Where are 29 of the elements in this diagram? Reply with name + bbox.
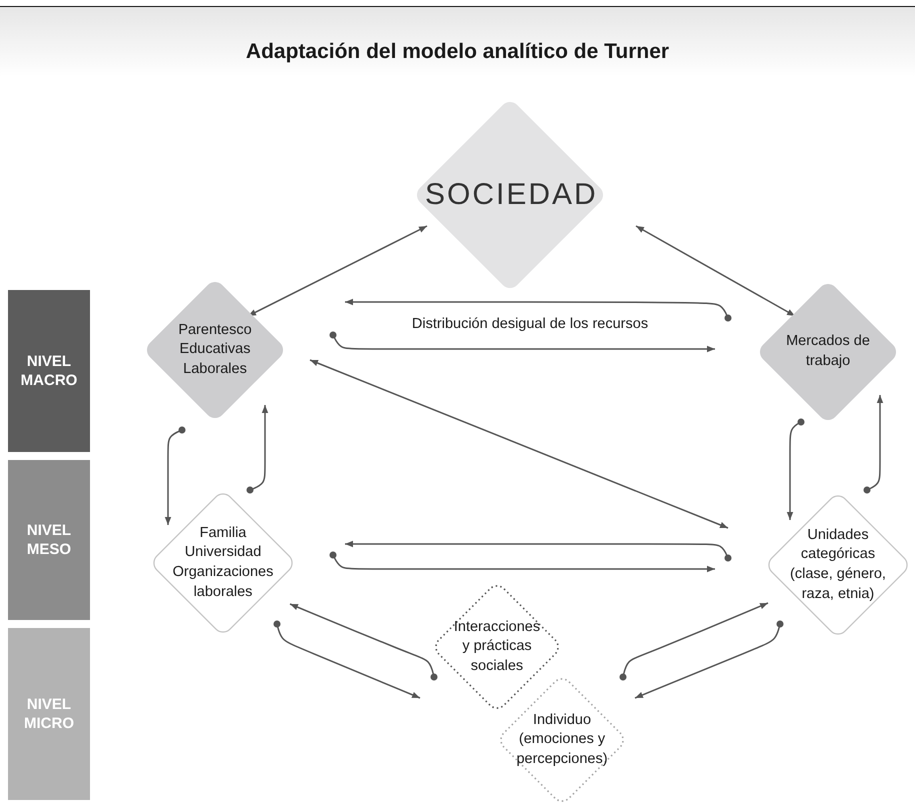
arrow [310,359,728,529]
arrow [290,603,438,680]
node-label: Interacciones y prácticas sociales [452,618,542,676]
arrow [786,418,804,520]
level-label: NIVEL MICRO [23,694,75,734]
level-label: NIVEL MESO [26,520,72,560]
level-label: NIVEL MACRO [20,352,78,390]
node-label: Parentesco Educativas Laborales [177,320,253,379]
arrow [330,332,715,352]
node-label: Unidades categóricas (clase, género, raza, etnia) [789,526,887,604]
arrow [634,620,784,699]
node-label: Familia Universidad Organizaciones laborales [172,524,274,602]
arrow [345,298,732,322]
level-bar [8,628,90,800]
arrow [636,225,796,317]
arrow [164,426,186,525]
node-label: SOCIEDAD [425,176,595,213]
node-label: Individuo (emociones y percepciones) [515,710,609,769]
level-bar [8,460,90,620]
arrow [330,552,715,572]
arrow [864,395,884,494]
node-label: Mercados de trabajo [785,332,871,371]
arrow [345,540,732,562]
arrow [620,602,768,680]
arrow [274,620,420,699]
diagram-title: Adaptación del modelo analítico de Turner [246,40,670,63]
level-bar [8,290,90,452]
arrow [248,225,428,317]
arrow [246,405,268,494]
